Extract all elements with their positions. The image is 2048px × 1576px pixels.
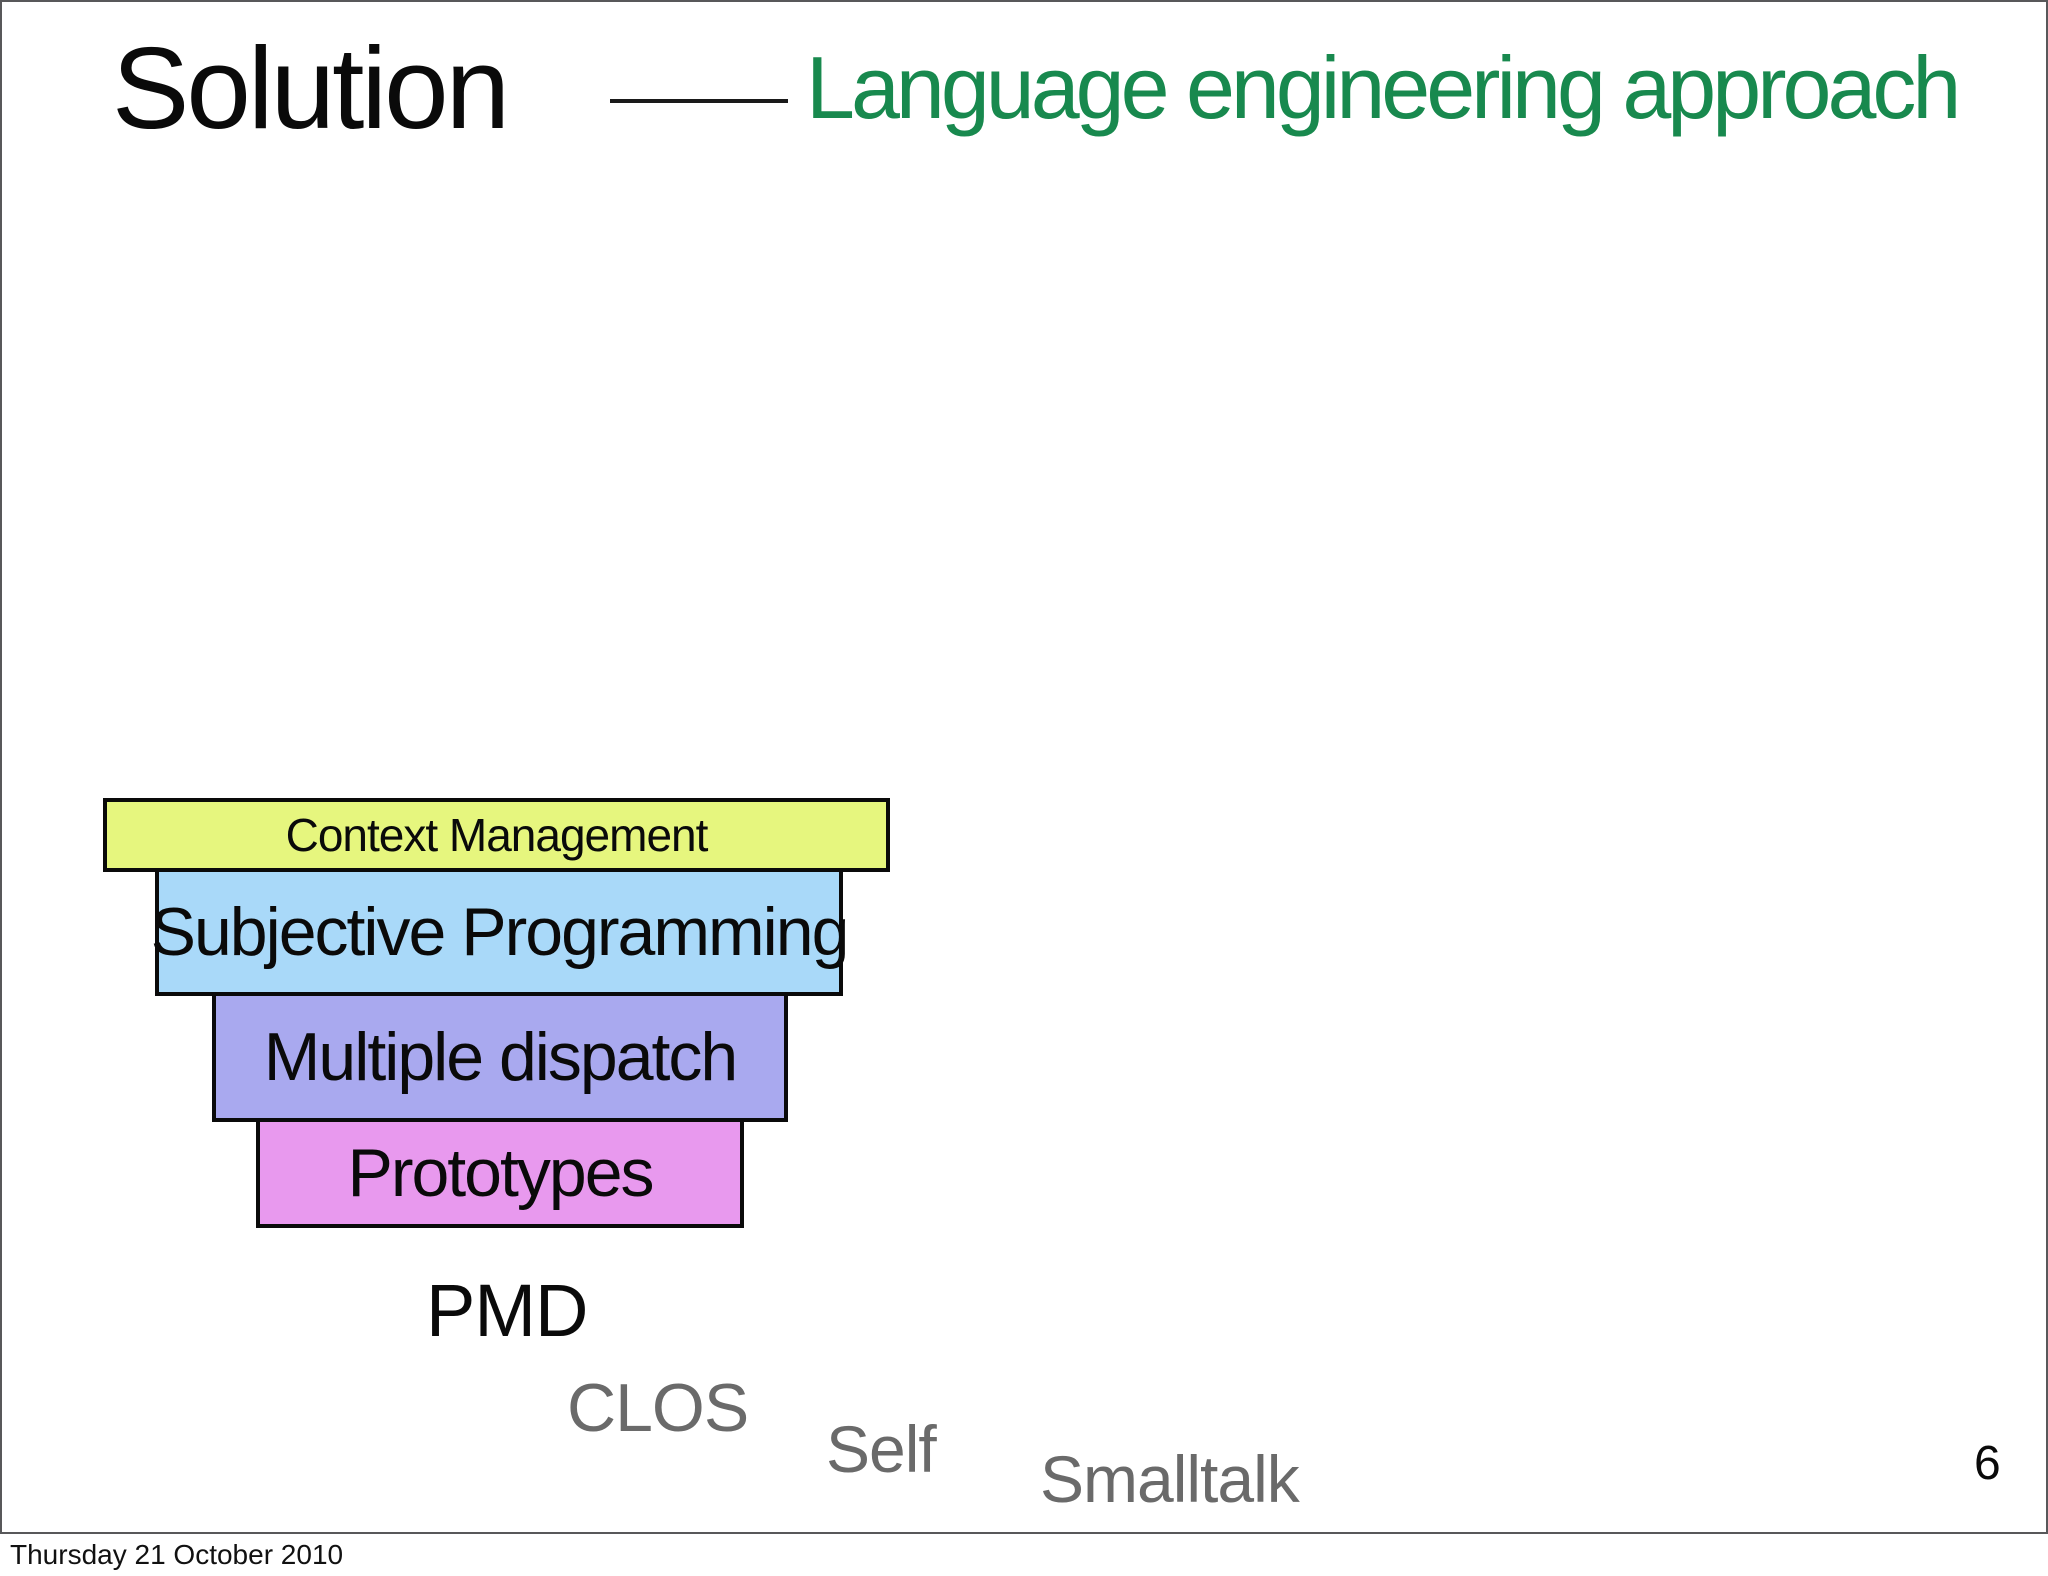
stack-box-label: Multiple dispatch [263,1019,738,1095]
language-label-self: Self [826,1412,937,1486]
page-number: 6 [1974,1437,2001,1490]
stack-box-subjective-programming: Subjective Programming [151,868,849,996]
stack-box-multiple-dispatch: Multiple dispatch [212,992,788,1122]
slide-subtitle: Language engineering approach [806,38,1961,137]
stack-box-prototypes: Prototypes [256,1118,744,1228]
stack-box-label: Context Management [285,809,709,861]
language-label-smalltalk: Smalltalk [1040,1442,1300,1516]
title-separator-line [610,99,788,103]
stack-box-label: Subjective Programming [150,894,850,970]
language-label-pmd: PMD [426,1269,588,1352]
stack-box-context-management: Context Management [103,798,890,872]
language-label-clos: CLOS [567,1370,749,1446]
footer-date: Thursday 21 October 2010 [10,1539,344,1570]
slide-title: Solution [112,23,510,153]
slide-frame [0,0,2048,1534]
stack-box-label: Prototypes [347,1135,654,1211]
